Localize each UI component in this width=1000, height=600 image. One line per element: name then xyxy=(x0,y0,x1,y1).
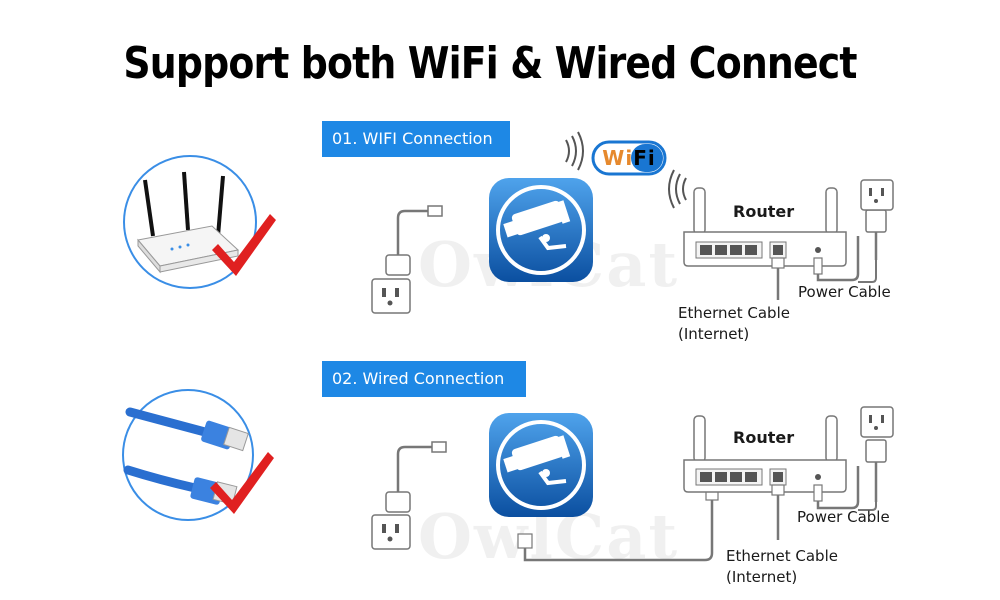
wifi-connection-badge: 01. WIFI Connection xyxy=(322,121,510,157)
power-cable xyxy=(813,209,887,283)
camera-app-icon xyxy=(489,413,593,517)
wall-outlet-icon xyxy=(371,514,411,550)
internet-label: (Internet) xyxy=(678,325,750,343)
power-cable-label: Power Cable xyxy=(798,283,891,301)
ethernet-cable-label: Ethernet Cable xyxy=(678,304,790,322)
wifi-logo-text: WiFi xyxy=(602,146,656,170)
wall-outlet-icon xyxy=(371,278,411,314)
page-title: Support both WiFi & Wired Connect xyxy=(123,38,857,89)
wired-connection-badge: 02. Wired Connection xyxy=(322,361,526,397)
power-adapter-icon xyxy=(385,441,447,513)
wifi-logo xyxy=(591,140,667,176)
router-diagram xyxy=(683,187,847,267)
power-cable xyxy=(813,439,887,511)
camera-app-icon xyxy=(489,178,593,282)
router-label: Router xyxy=(733,428,795,447)
power-cable-label: Power Cable xyxy=(797,508,890,526)
wall-outlet-icon xyxy=(860,179,894,211)
check-icon xyxy=(210,452,274,514)
wall-outlet-icon xyxy=(860,406,894,438)
wifi-signal-icon xyxy=(668,169,687,209)
power-adapter-icon xyxy=(385,205,443,276)
ethernet-plug xyxy=(771,257,785,300)
internet-label: (Internet) xyxy=(726,568,798,586)
wifi-signal-icon xyxy=(565,131,584,171)
router-label: Router xyxy=(733,202,795,221)
router-diagram xyxy=(683,415,847,493)
ethernet-cable-label: Ethernet Cable xyxy=(726,547,838,565)
check-icon xyxy=(212,214,276,276)
ethernet-plug xyxy=(771,484,785,540)
